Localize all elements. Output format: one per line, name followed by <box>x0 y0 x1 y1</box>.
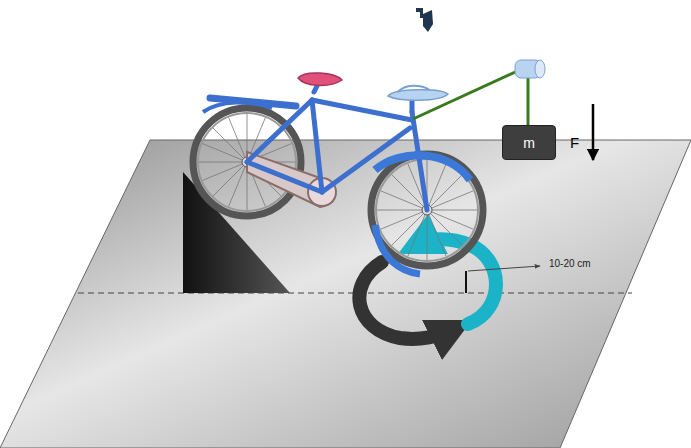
dimension-tick <box>465 271 467 293</box>
dimension-label: 10-20 cm <box>549 258 591 269</box>
stand-icon <box>416 8 433 32</box>
mass-label: m <box>523 135 535 151</box>
mass-box: m <box>502 125 556 160</box>
dimension-leader <box>468 266 540 271</box>
string <box>413 68 524 119</box>
string <box>527 74 530 125</box>
floor-plane <box>0 140 691 448</box>
bicycle <box>193 73 483 274</box>
force-arrow <box>592 104 595 160</box>
pulley <box>515 60 545 78</box>
force-label: F <box>570 134 579 151</box>
